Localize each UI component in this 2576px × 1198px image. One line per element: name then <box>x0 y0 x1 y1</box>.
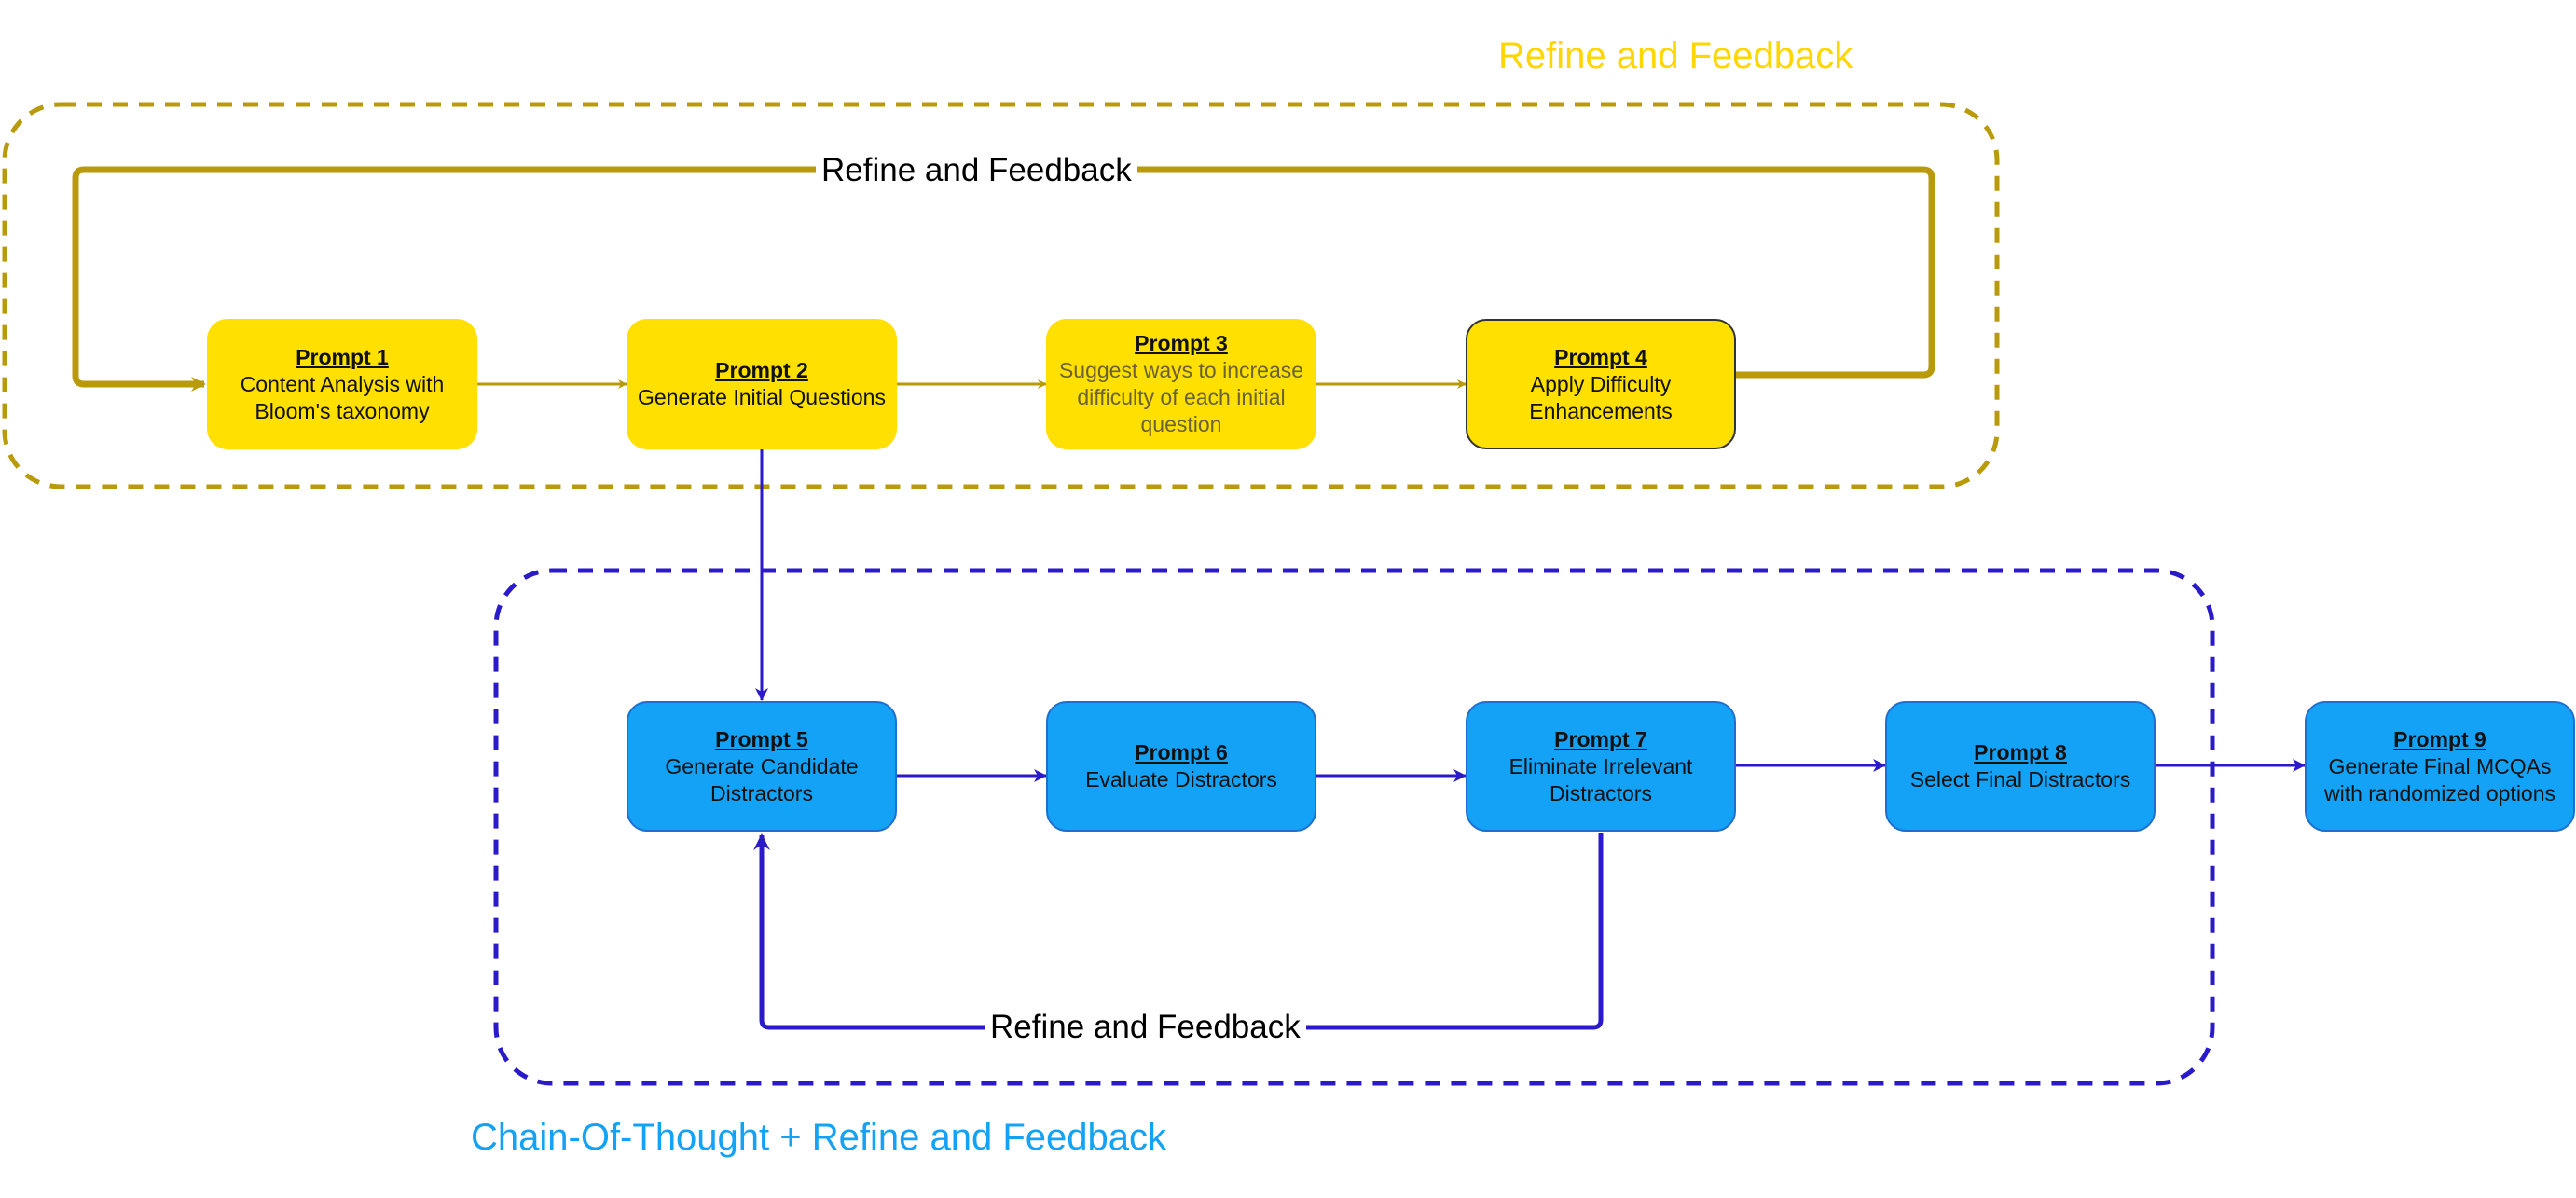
node-prompt-2: Prompt 2 Generate Initial Questions <box>627 319 897 449</box>
node-title: Prompt 5 <box>715 726 808 751</box>
node-description: Generate Initial Questions <box>638 385 886 409</box>
node-prompt-7: Prompt 7 Eliminate Irrelevant Distractor… <box>1466 701 1736 832</box>
node-prompt-6: Prompt 6 Evaluate Distractors <box>1046 701 1316 832</box>
node-title: Prompt 4 <box>1554 344 1647 369</box>
group-title-top: Refine and Feedback <box>1498 35 1853 76</box>
group-container-top <box>2 102 2000 489</box>
node-prompt-9: Prompt 9 Generate Final MCQAs with rando… <box>2305 701 2575 832</box>
node-title: Prompt 7 <box>1554 726 1647 751</box>
node-title: Prompt 9 <box>2393 726 2486 751</box>
node-prompt-8: Prompt 8 Select Final Distractors <box>1885 701 2156 832</box>
node-prompt-5: Prompt 5 Generate Candidate Distractors <box>627 701 897 832</box>
edge-prompt7-to-prompt5-loop <box>753 833 1604 1030</box>
node-title: Prompt 8 <box>1974 740 2067 764</box>
node-description: Content Analysis with Bloom's taxonomy <box>240 371 445 423</box>
node-prompt-4: Prompt 4 Apply Difficulty Enhancements <box>1466 319 1736 449</box>
group-title-bottom: Chain-Of-Thought + Refine and Feedback <box>471 1117 1166 1158</box>
node-prompt-3: Prompt 3 Suggest ways to increase diffic… <box>1046 319 1316 449</box>
node-prompt-1: Prompt 1 Content Analysis with Bloom's t… <box>207 319 477 449</box>
node-title: Prompt 1 <box>296 344 389 369</box>
node-title: Prompt 3 <box>1135 331 1228 355</box>
node-description: Evaluate Distractors <box>1085 767 1277 792</box>
node-description: Generate Candidate Distractors <box>665 753 859 806</box>
node-description: Generate Final MCQAs with randomized opt… <box>2323 753 2556 806</box>
node-title: Prompt 2 <box>715 358 808 382</box>
node-title: Prompt 6 <box>1135 740 1228 764</box>
node-description: Apply Difficulty Enhancements <box>1529 371 1673 423</box>
group-container-bottom <box>493 568 2215 1086</box>
loop-label-bottom: Refine and Feedback <box>985 1009 1306 1046</box>
loop-label-top: Refine and Feedback <box>816 152 1137 189</box>
node-description: Eliminate Irrelevant Distractors <box>1508 753 1693 806</box>
node-description: Select Final Distractors <box>1909 767 2131 792</box>
node-description: Suggest ways to increase difficulty of e… <box>1058 358 1304 436</box>
